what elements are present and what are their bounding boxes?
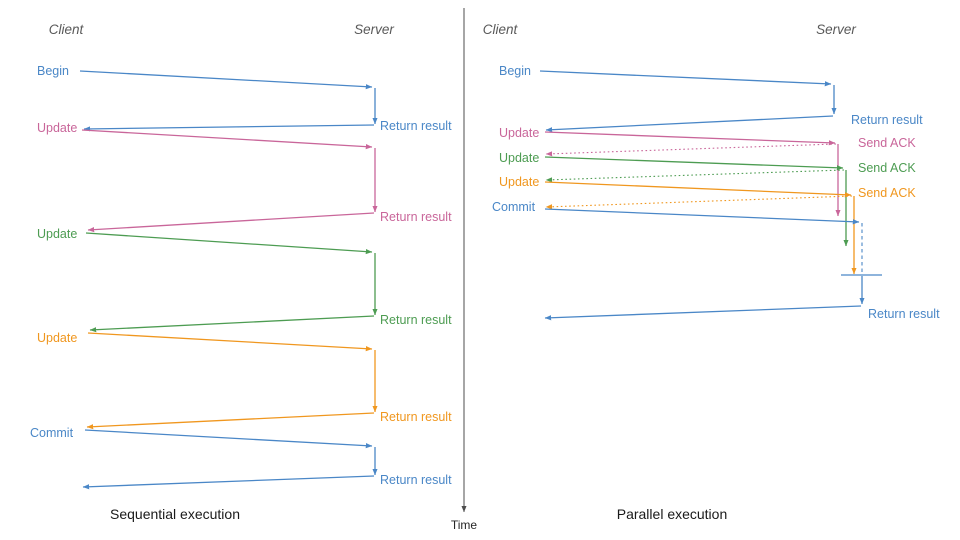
message-arrow-return-1 <box>545 115 834 133</box>
message-label-seq-begin: Begin <box>37 64 69 78</box>
lifeline-header-client: Client <box>49 22 85 37</box>
message-arrow-update-3-req <box>87 332 373 352</box>
message-label-seq-ret-5: Return result <box>380 473 452 487</box>
message-label-par-ret-1: Return result <box>851 113 923 127</box>
message-arrow-update-3-req <box>544 181 852 198</box>
message-arrow-return-3 <box>89 315 375 333</box>
message-label-seq-ret-2: Return result <box>380 210 452 224</box>
message-arrow-return-4 <box>86 412 375 430</box>
message-arrow-update-1-req <box>81 129 373 150</box>
message-label-par-ack-2: Send ACK <box>858 161 916 175</box>
message-label-par-ack-1: Send ACK <box>858 136 916 150</box>
message-label-par-update-3: Update <box>499 175 539 189</box>
panel-caption-sequential: Sequential execution <box>110 506 240 522</box>
message-arrow-return-2 <box>87 212 375 233</box>
lifeline-header-client: Client <box>483 22 519 37</box>
message-label-seq-commit: Commit <box>30 426 74 440</box>
panel-caption-parallel: Parallel execution <box>617 506 728 522</box>
lifeline-header-server: Server <box>354 22 394 37</box>
message-label-par-ret-2: Return result <box>868 307 940 321</box>
message-label-seq-update-2: Update <box>37 227 77 241</box>
lifeline-header-server: Server <box>816 22 856 37</box>
message-arrow-ack-3 <box>545 195 853 210</box>
message-arrow-ack-1 <box>545 143 837 157</box>
message-label-par-ack-3: Send ACK <box>858 186 916 200</box>
message-label-seq-update-1: Update <box>37 121 77 135</box>
message-label-seq-update-3: Update <box>37 331 77 345</box>
message-arrow-update-2-req <box>544 156 844 171</box>
message-label-par-begin: Begin <box>499 64 531 78</box>
message-arrow-ack-2 <box>545 169 845 183</box>
message-arrow-return-5 <box>82 475 375 490</box>
message-label-seq-ret-1: Return result <box>380 119 452 133</box>
message-label-seq-ret-4: Return result <box>380 410 452 424</box>
message-label-par-update-2: Update <box>499 151 539 165</box>
message-arrow-return-1 <box>83 124 375 132</box>
time-axis-label: Time <box>451 518 478 532</box>
message-arrow-commit-req <box>544 208 860 225</box>
time-axis-group: Time <box>451 8 478 532</box>
message-arrow-update-1-req <box>544 131 836 146</box>
message-label-par-commit: Commit <box>492 200 536 214</box>
message-arrow-commit-req <box>84 429 373 449</box>
message-arrow-begin-request <box>79 70 373 90</box>
message-label-par-update-1: Update <box>499 126 539 140</box>
message-arrow-begin-request <box>539 70 832 87</box>
message-arrow-return-2 <box>544 305 862 321</box>
message-label-seq-ret-3: Return result <box>380 313 452 327</box>
message-arrow-update-2-req <box>85 232 373 255</box>
